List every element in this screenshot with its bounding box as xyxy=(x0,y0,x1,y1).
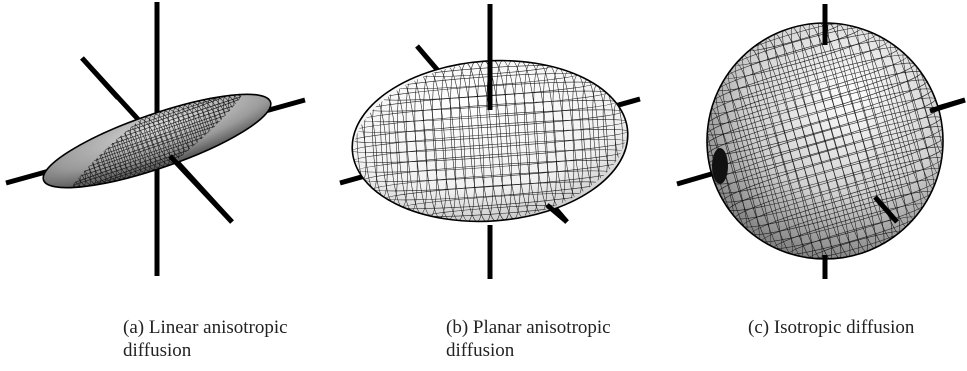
panel-linear xyxy=(0,0,320,290)
caption-isotropic: (c) Isotropic diffusion xyxy=(748,317,915,338)
sphere-body xyxy=(706,22,944,260)
diagonal-axis-top xyxy=(80,56,120,100)
ellipsoid-body xyxy=(351,59,629,223)
caption-planar: (b) Planar anisotropic diffusion xyxy=(446,317,611,361)
panel-isotropic xyxy=(665,0,967,290)
isotropic-sphere-figure xyxy=(676,4,966,279)
panel-planar xyxy=(335,0,655,290)
diagonal-axis-tip xyxy=(545,203,569,224)
mesh-line xyxy=(45,101,269,181)
planar-ellipsoid-figure xyxy=(339,4,641,279)
long-axis-tip xyxy=(929,97,966,114)
caption-linear: (a) Linear anisotropic diffusion xyxy=(123,317,288,361)
diagonal-axis-bottom xyxy=(168,154,234,224)
diagonal-axis-tip xyxy=(873,195,899,224)
linear-ellipsoid-figure xyxy=(5,2,306,276)
